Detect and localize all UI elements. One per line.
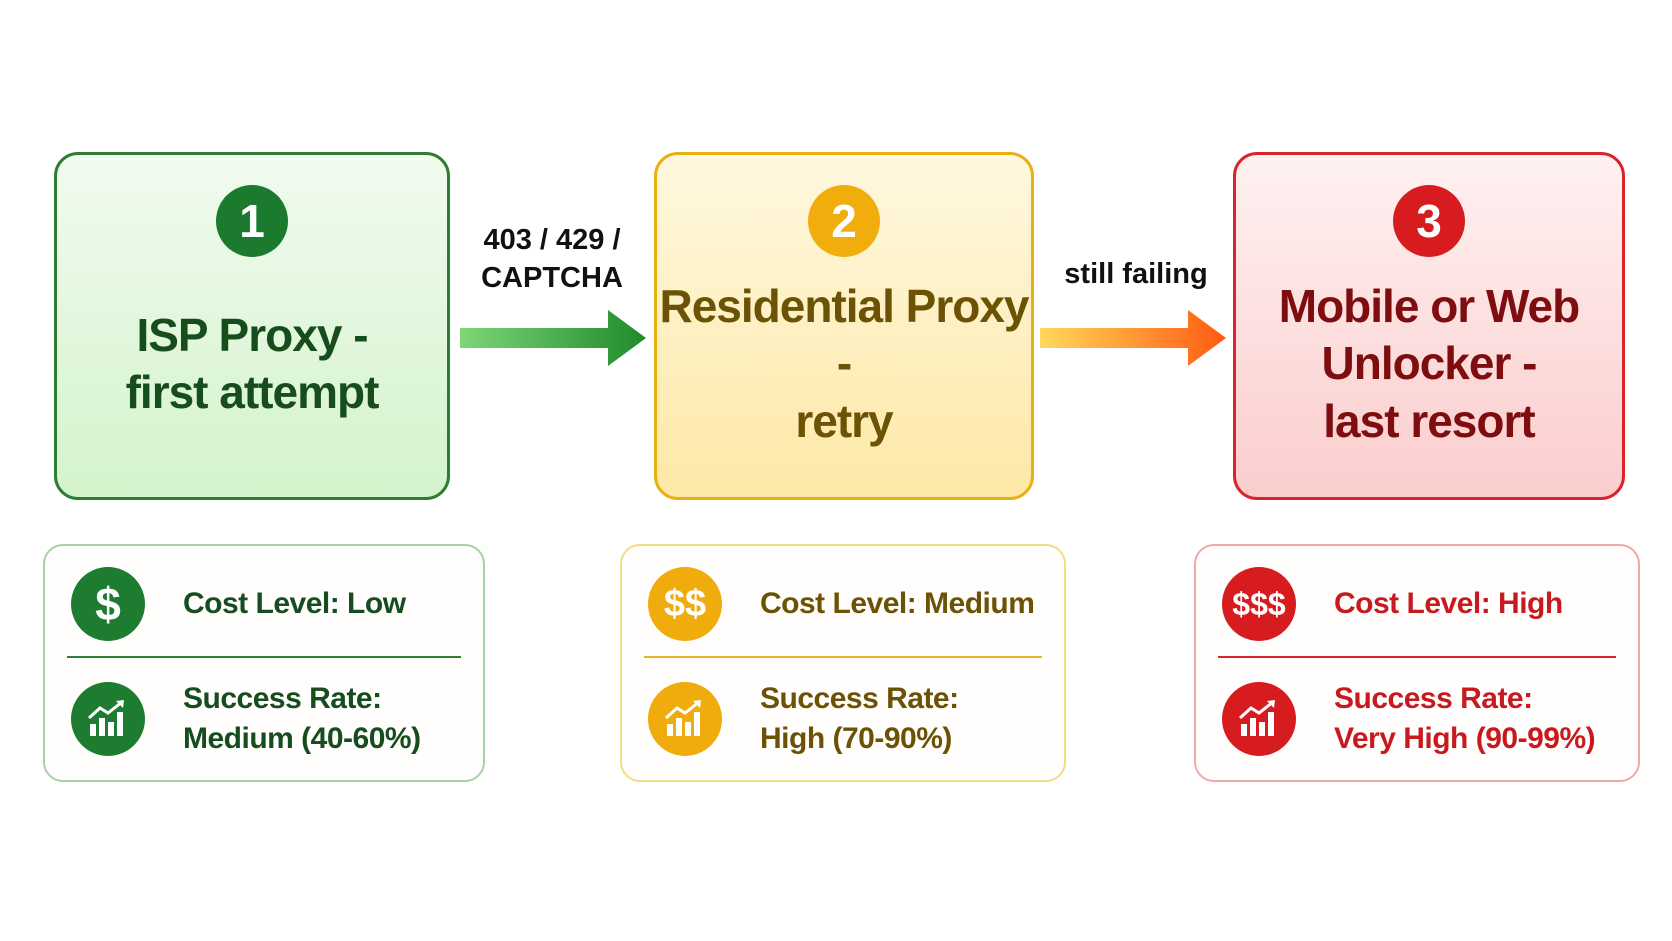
dollar-icon: $$ [648,567,722,641]
stage-isp-proxy: 1 ISP Proxy - first attempt [54,152,450,500]
success-rate-text: Success Rate: Medium (40-60%) [183,681,421,756]
growth-chart-icon [648,682,722,756]
arrow-right-icon [1040,310,1226,366]
cost-row: $$$ Cost Level: High [1196,566,1638,642]
info-card-isp: $ Cost Level: Low Success Rate: Medium (… [43,544,485,782]
arrow-label-still-failing: still failing [1064,258,1208,290]
cost-level-text: Cost Level: High [1334,586,1563,620]
step-number-badge: 3 [1393,185,1465,257]
success-rate-row: Success Rate: Very High (90-99%) [1196,674,1638,764]
success-rate-text: Success Rate: Very High (90-99%) [1334,681,1596,756]
growth-chart-icon [71,682,145,756]
step-number-badge: 1 [216,185,288,257]
stage-title: ISP Proxy - first attempt [125,308,380,419]
cost-level-text: Cost Level: Low [183,586,406,620]
arrow-label-errors: 403 / 429 / CAPTCHA [481,224,623,294]
success-rate-row: Success Rate: High (70-90%) [622,674,1064,764]
info-card-residential: $$ Cost Level: Medium Success Rate: High… [620,544,1066,782]
growth-chart-icon [1222,682,1296,756]
divider [1218,656,1616,658]
success-rate-row: Success Rate: Medium (40-60%) [45,674,483,764]
cost-level-text: Cost Level: Medium [760,586,1035,620]
step-number-badge: 2 [808,185,880,257]
arrow-right-icon [460,310,646,366]
info-card-mobile-web: $$$ Cost Level: High Success Rate: Very … [1194,544,1640,782]
stage-title: Residential Proxy - retry [659,279,1029,447]
cost-row: $ Cost Level: Low [45,566,483,642]
stage-residential-proxy: 2 Residential Proxy - retry [654,152,1034,500]
cost-row: $$ Cost Level: Medium [622,566,1064,642]
dollar-icon: $$$ [1222,567,1296,641]
dollar-icon: $ [71,567,145,641]
divider [67,656,461,658]
success-rate-text: Success Rate: High (70-90%) [760,681,959,756]
stage-mobile-web-unlocker: 3 Mobile or Web Unlocker - last resort [1233,152,1625,500]
stage-title: Mobile or Web Unlocker - last resort [1278,279,1580,447]
divider [644,656,1042,658]
